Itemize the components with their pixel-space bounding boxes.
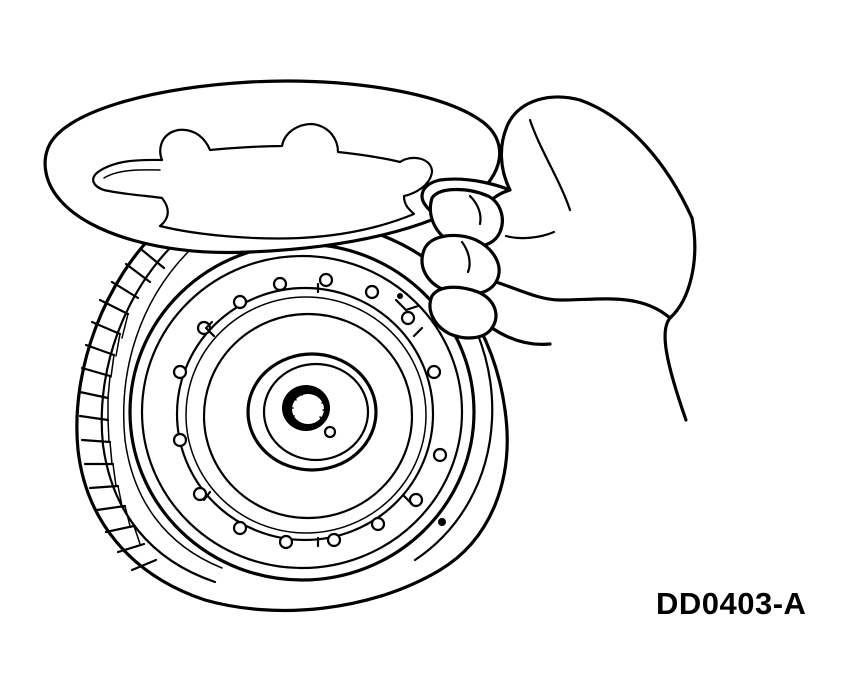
splined-bore xyxy=(282,385,330,431)
drum-splines xyxy=(78,248,166,572)
rim-hole xyxy=(438,518,446,526)
pressure-plate xyxy=(43,79,502,255)
figure-code-label: DD0403-A xyxy=(656,586,807,621)
retainer-tabs xyxy=(202,282,424,548)
return-springs xyxy=(172,272,448,550)
hand xyxy=(420,95,697,422)
hub xyxy=(246,352,378,472)
snap-ring-hole xyxy=(397,293,403,299)
